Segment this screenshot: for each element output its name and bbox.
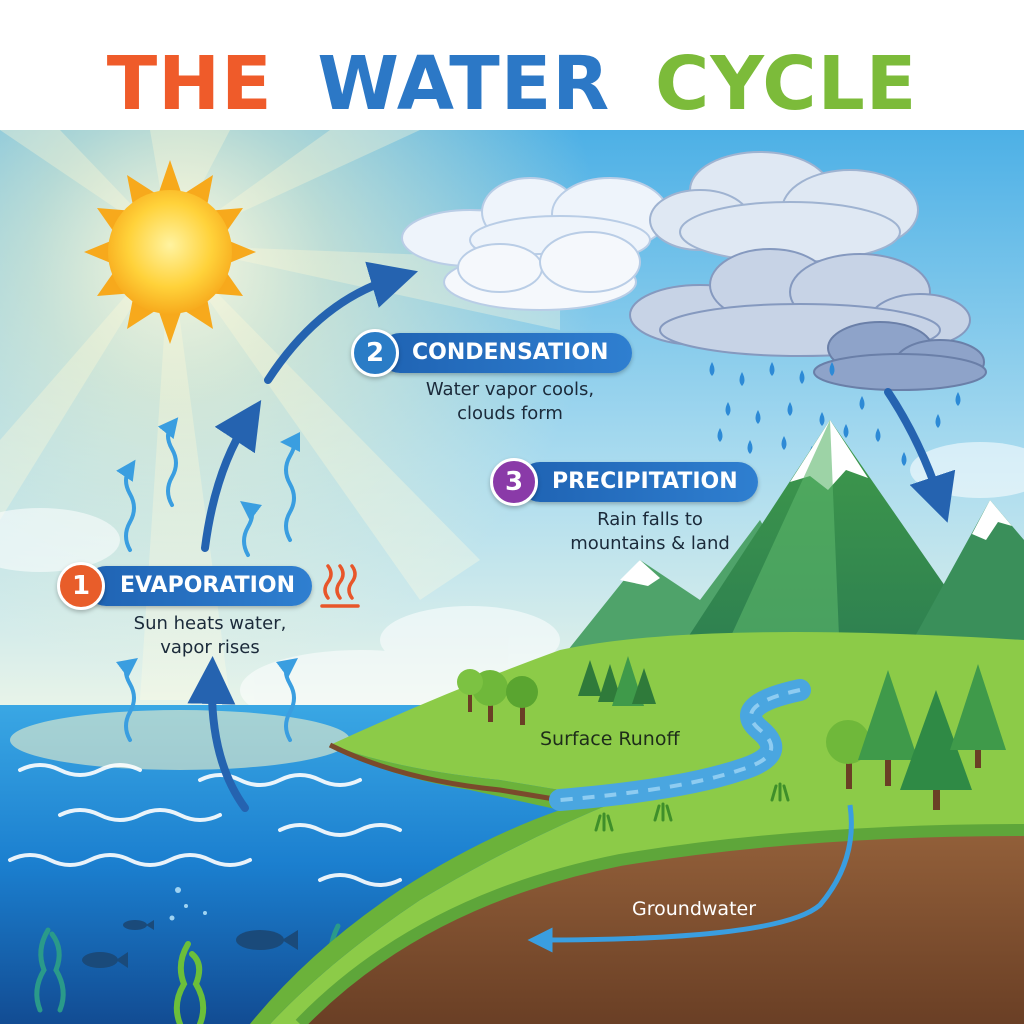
sun-icon bbox=[84, 160, 256, 344]
grass-tufts bbox=[594, 782, 790, 832]
groundwater-label: Groundwater bbox=[632, 898, 757, 920]
title-word-cycle: CYCLE bbox=[655, 41, 918, 127]
heat-waves-icon bbox=[320, 564, 360, 608]
evaporation-label: EVAPORATION bbox=[120, 573, 295, 598]
surface-runoff-label: Surface Runoff bbox=[540, 728, 680, 750]
page-title: THE WATER CYCLE bbox=[0, 44, 1024, 124]
seaweed-green bbox=[173, 941, 207, 1024]
evaporation-description: Sun heats water, vapor rises bbox=[133, 613, 287, 658]
condensation-pill bbox=[380, 333, 632, 373]
cloud-icon bbox=[401, 151, 987, 391]
cycle-arrows bbox=[187, 261, 956, 812]
title-word-water: WATER bbox=[317, 41, 611, 127]
precipitation-description: Rain falls to mountains & land bbox=[570, 509, 730, 554]
precipitation-label: PRECIPITATION bbox=[552, 469, 738, 494]
precipitation-pill bbox=[520, 462, 758, 502]
groundwater-flow-arrow bbox=[527, 804, 854, 953]
fish-icon bbox=[82, 920, 298, 968]
condensation-label: CONDENSATION bbox=[412, 340, 609, 365]
stage-3-badge: 3 bbox=[490, 458, 538, 506]
sun-reflection bbox=[10, 710, 350, 770]
stage-1-badge: 1 bbox=[57, 562, 105, 610]
ocean-waves bbox=[8, 763, 402, 887]
stage-2-badge: 2 bbox=[351, 329, 399, 377]
evaporation-pill bbox=[86, 566, 312, 606]
vapor-arrows bbox=[115, 417, 301, 742]
title-word-the: THE bbox=[106, 41, 273, 127]
bubbles bbox=[169, 887, 207, 921]
tree-icon bbox=[457, 656, 1006, 810]
scene-illustration bbox=[0, 130, 1024, 1024]
condensation-description: Water vapor cools, clouds form bbox=[425, 379, 595, 424]
